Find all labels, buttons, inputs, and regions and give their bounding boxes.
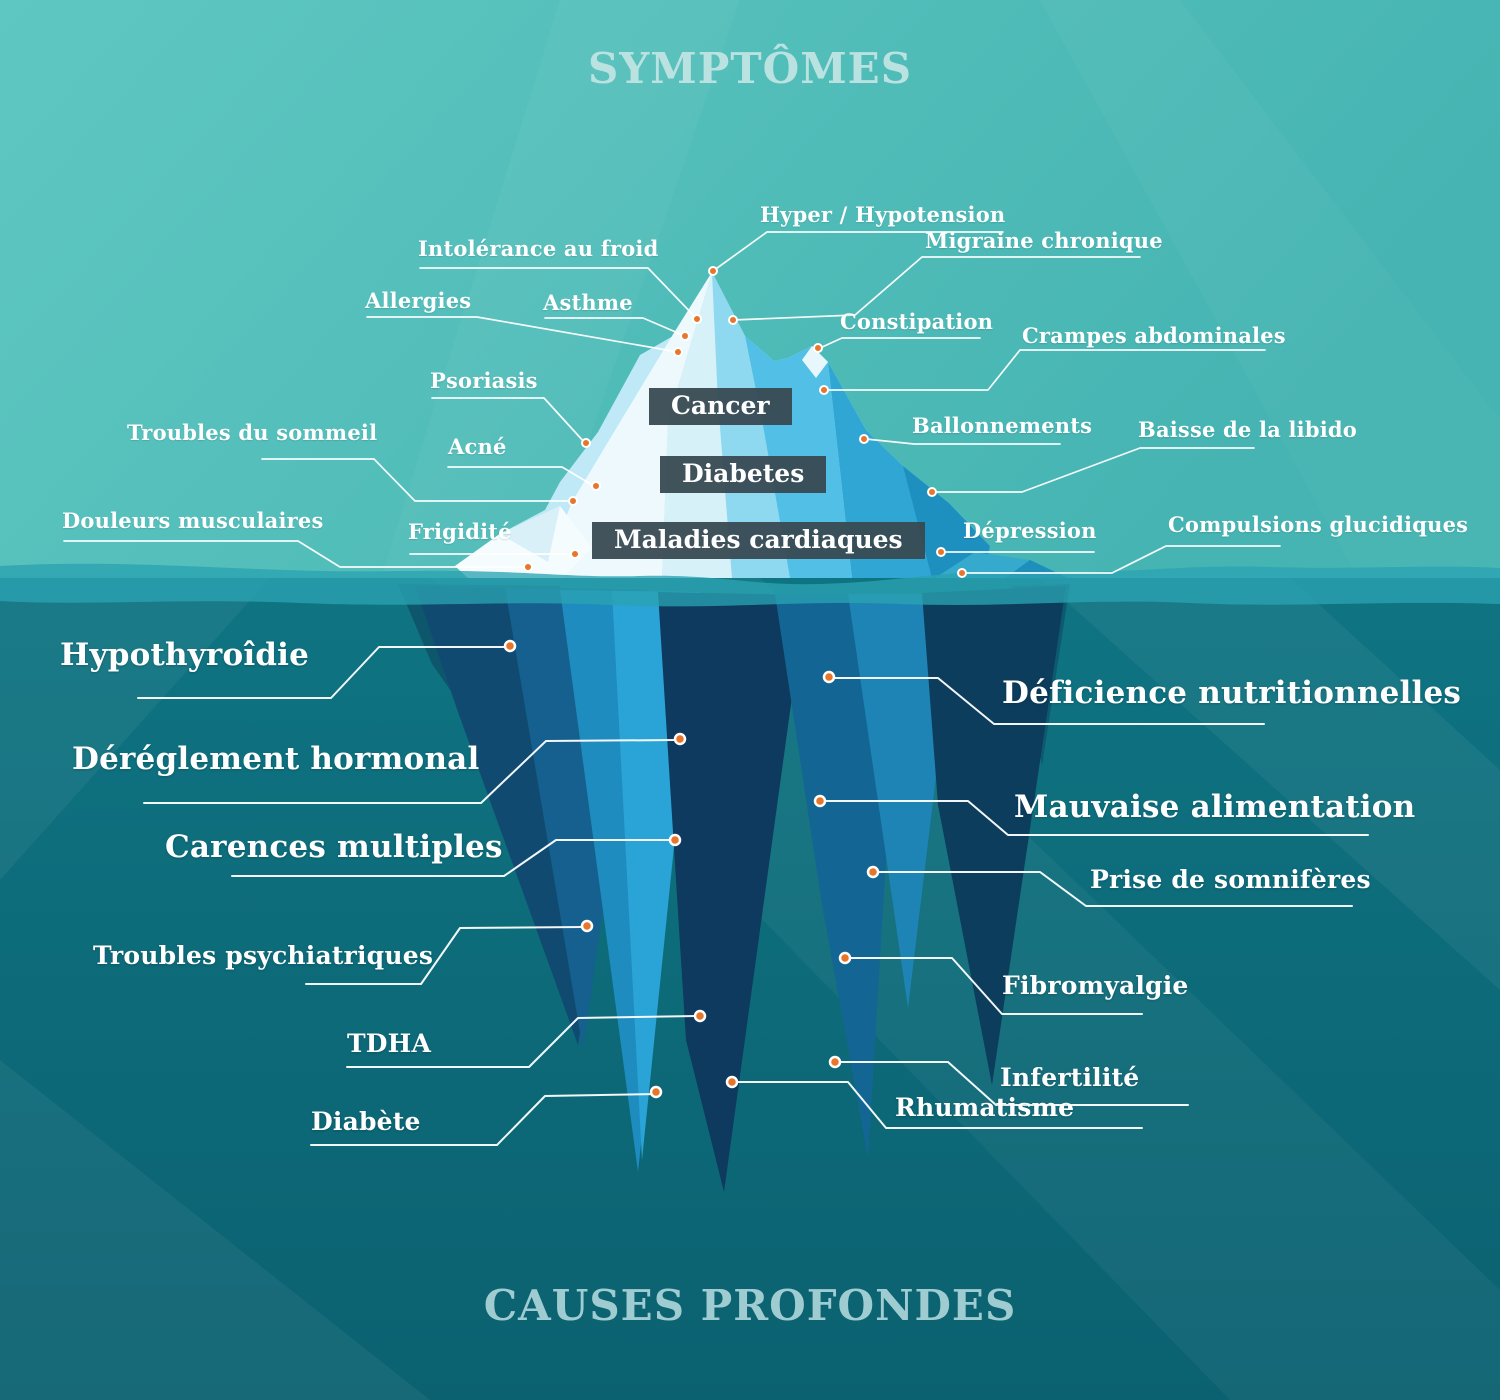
cause-label-fibromyalgie: Fibromyalgie (1002, 971, 1189, 1000)
symptom-label-allergies: Allergies (365, 288, 472, 313)
symptom-label-psoriasis: Psoriasis (430, 368, 538, 393)
title-symptoms: SYMPTÔMES (587, 44, 913, 93)
waterline-band (0, 563, 1500, 607)
symptom-label-migraine-chronique: Migraine chronique (925, 228, 1163, 253)
cause-label-tdha: TDHA (347, 1029, 432, 1058)
symptom-box-diabetes: Diabetes (660, 456, 827, 493)
marker-dots-symptoms (523, 266, 967, 578)
symptom-label-acne: Acné (448, 434, 507, 459)
symptom-label-troubles-du-sommeil: Troubles du sommeil (127, 420, 378, 445)
cause-label-dereglement-hormonal: Déréglement hormonal (72, 741, 480, 777)
symptom-box-maladies-cardiaques: Maladies cardiaques (592, 522, 925, 559)
cause-label-mauvaise-alimentation: Mauvaise alimentation (1014, 789, 1416, 825)
connector-lines-symptoms (63, 231, 1281, 574)
symptom-label-douleurs-musculaires: Douleurs musculaires (62, 508, 324, 533)
cause-label-deficience-nutritionnelles: Déficience nutritionnelles (1002, 675, 1462, 711)
cause-label-carences-multiples: Carences multiples (165, 829, 503, 865)
cause-label-troubles-psychiatriques: Troubles psychiatriques (93, 941, 434, 970)
iceberg-below-water (398, 584, 1070, 1192)
symptom-label-asthme: Asthme (543, 290, 633, 315)
cause-label-rhumatisme: Rhumatisme (895, 1093, 1075, 1122)
symptom-label-baisse-de-la-libido: Baisse de la libido (1138, 417, 1358, 442)
symptom-label-compulsions-glucidiques: Compulsions glucidiques (1168, 512, 1469, 537)
symptom-label-intolerance-au-froid: Intolérance au froid (418, 236, 659, 261)
marker-dots-causes (503, 639, 880, 1099)
symptom-label-constipation: Constipation (840, 309, 994, 334)
connector-lines-causes (137, 646, 1369, 1146)
sky-light-rays (380, 0, 740, 582)
title-causes: CAUSES PROFONDES (483, 1281, 1017, 1330)
cause-label-prise-de-somniferes: Prise de somnifères (1090, 865, 1371, 894)
symptom-label-frigidite: Frigidité (408, 519, 512, 544)
symptom-label-depression: Dépression (963, 518, 1097, 543)
cause-label-hypothyroidie: Hypothyroîdie (60, 637, 310, 673)
symptom-label-hyper-hypotension: Hyper / Hypotension (760, 202, 1006, 227)
cause-label-infertilite: Infertilité (1000, 1063, 1140, 1092)
symptom-label-ballonnements: Ballonnements (912, 413, 1093, 438)
cause-label-diabete: Diabète (311, 1107, 421, 1136)
symptom-box-cancer: Cancer (649, 388, 792, 425)
symptom-label-crampes-abdominales: Crampes abdominales (1022, 323, 1286, 348)
